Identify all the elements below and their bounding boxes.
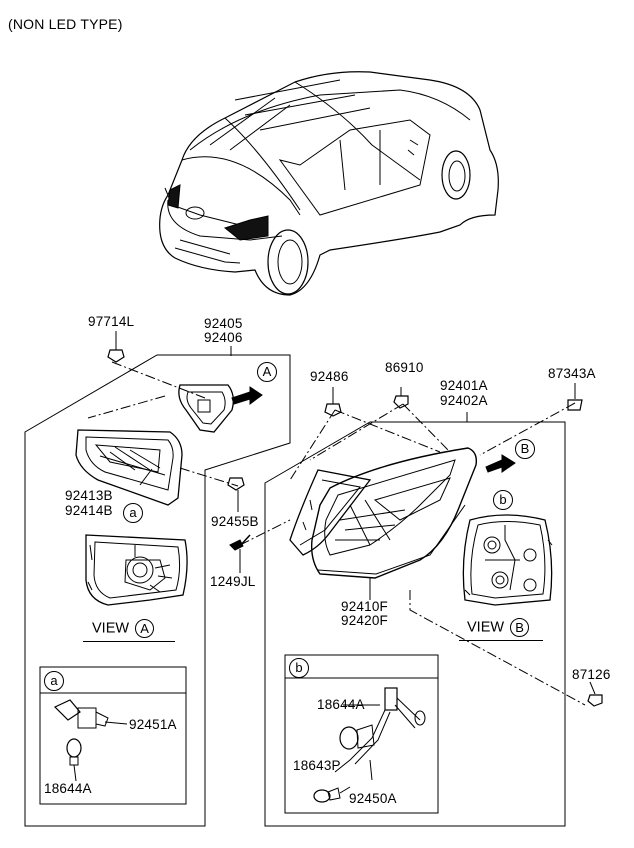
part-label-92402A: 92402A	[440, 393, 488, 408]
part-label-92414B: 92414B	[65, 503, 113, 518]
view-a-word: VIEW	[92, 620, 130, 637]
view-a-caption: VIEW A	[92, 619, 155, 638]
part-label-92486: 92486	[310, 369, 349, 384]
callout-b-box: b	[289, 658, 309, 678]
part-label-92455B: 92455B	[211, 514, 259, 529]
part-label-86910: 86910	[385, 360, 424, 375]
part-label-18644A-a: 18644A	[44, 781, 92, 796]
view-b-caption: VIEW B	[467, 618, 530, 637]
view-a-underline	[83, 641, 175, 642]
part-label-18644A-b: 18644A	[317, 697, 365, 712]
part-label-87343A: 87343A	[548, 366, 596, 381]
view-b-word: VIEW	[467, 619, 505, 636]
view-b-lamp-back	[462, 514, 553, 606]
outer-lamp	[310, 447, 478, 579]
part-label-92450A: 92450A	[349, 791, 397, 806]
part-label-97714L: 97714L	[88, 314, 135, 329]
part-label-92405: 92405	[204, 316, 243, 331]
diagram-title: (NON LED TYPE)	[8, 16, 123, 32]
view-a-letter: A	[135, 619, 155, 638]
part-label-92410F: 92410F	[341, 599, 388, 614]
right-box-outline	[264, 421, 566, 827]
part-label-92451A: 92451A	[129, 717, 177, 732]
part-label-92406: 92406	[204, 330, 243, 345]
inner-lamp	[75, 429, 183, 506]
view-a-lamp-back	[85, 534, 188, 606]
left-box-outline	[24, 354, 291, 827]
part-label-92420F: 92420F	[341, 613, 388, 628]
part-label-18643P: 18643P	[293, 758, 341, 773]
callout-A-arrow: A	[257, 362, 277, 382]
view-b-letter: B	[510, 618, 530, 637]
part-label-87126: 87126	[572, 667, 611, 682]
vehicle-illustration	[159, 71, 499, 296]
part-label-92401A: 92401A	[440, 378, 488, 393]
callout-a-lamp: a	[123, 503, 143, 523]
box-b	[284, 654, 439, 814]
part-label-1249JL: 1249JL	[210, 574, 256, 589]
view-b-underline	[459, 640, 543, 641]
callout-a-box: a	[44, 671, 64, 691]
callout-b-lamp: b	[493, 490, 513, 510]
part-label-92413B: 92413B	[65, 488, 113, 503]
box-a	[39, 666, 187, 805]
callout-B-arrow: B	[515, 439, 535, 459]
